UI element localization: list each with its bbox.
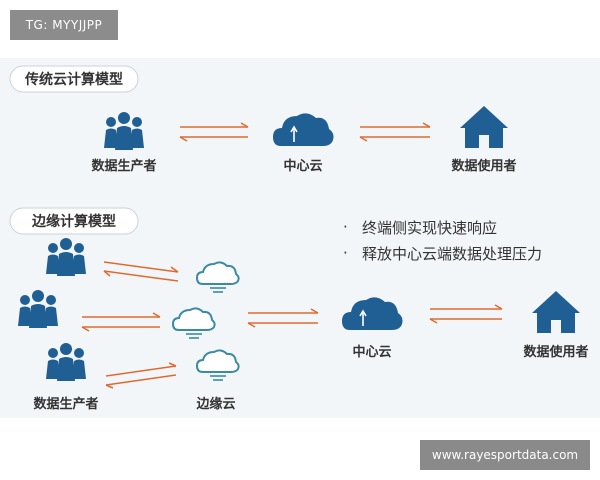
edge-section: 边缘计算模型 · 终端侧实现快速响应 · 释放中心云端数据处理压力 数据生产者 (9, 207, 589, 412)
edge-bullet-1: 终端侧实现快速响应 (362, 219, 497, 237)
traditional-title: 传统云计算模型 (24, 71, 123, 88)
edge-title-pill (9, 207, 139, 235)
exchange-arrows-icon (81, 312, 161, 332)
watermark-badge-top: TG: MYYJJPP (10, 10, 118, 40)
exchange-arrows-icon (105, 362, 177, 389)
traditional-user-label: 数据使用者 (451, 158, 516, 174)
exchange-arrows-icon (103, 261, 179, 282)
producer-people-icon (46, 238, 86, 276)
exchange-arrows-icon (179, 122, 249, 142)
exchange-arrows-icon (359, 122, 431, 142)
edge-title: 边缘计算模型 (31, 213, 116, 230)
edge-bullet-2: 释放中心云端数据处理压力 (362, 245, 542, 263)
edge-center-label: 中心云 (352, 344, 391, 360)
producer-people-icon (18, 290, 58, 328)
edge-cloud-label: 边缘云 (195, 396, 235, 412)
traditional-section: 传统云计算模型 数据生产者 中心云 数据使用者 (9, 65, 517, 174)
traditional-title-pill (9, 65, 139, 93)
exchange-arrows-icon (429, 304, 503, 324)
watermark-badge-bottom: www.rayesportdata.com (420, 440, 590, 470)
bullet-dot: · (343, 218, 348, 236)
edge-producer-label: 数据生产者 (33, 396, 98, 412)
edge-user-label: 数据使用者 (523, 344, 588, 360)
exchange-arrows-icon (247, 308, 319, 328)
bullet-dot: · (343, 244, 348, 262)
traditional-center-label: 中心云 (283, 158, 322, 174)
producer-people-icon (46, 343, 86, 381)
traditional-producer-label: 数据生产者 (91, 158, 156, 174)
producer-people-icon (104, 112, 144, 150)
panel-background (0, 58, 600, 418)
